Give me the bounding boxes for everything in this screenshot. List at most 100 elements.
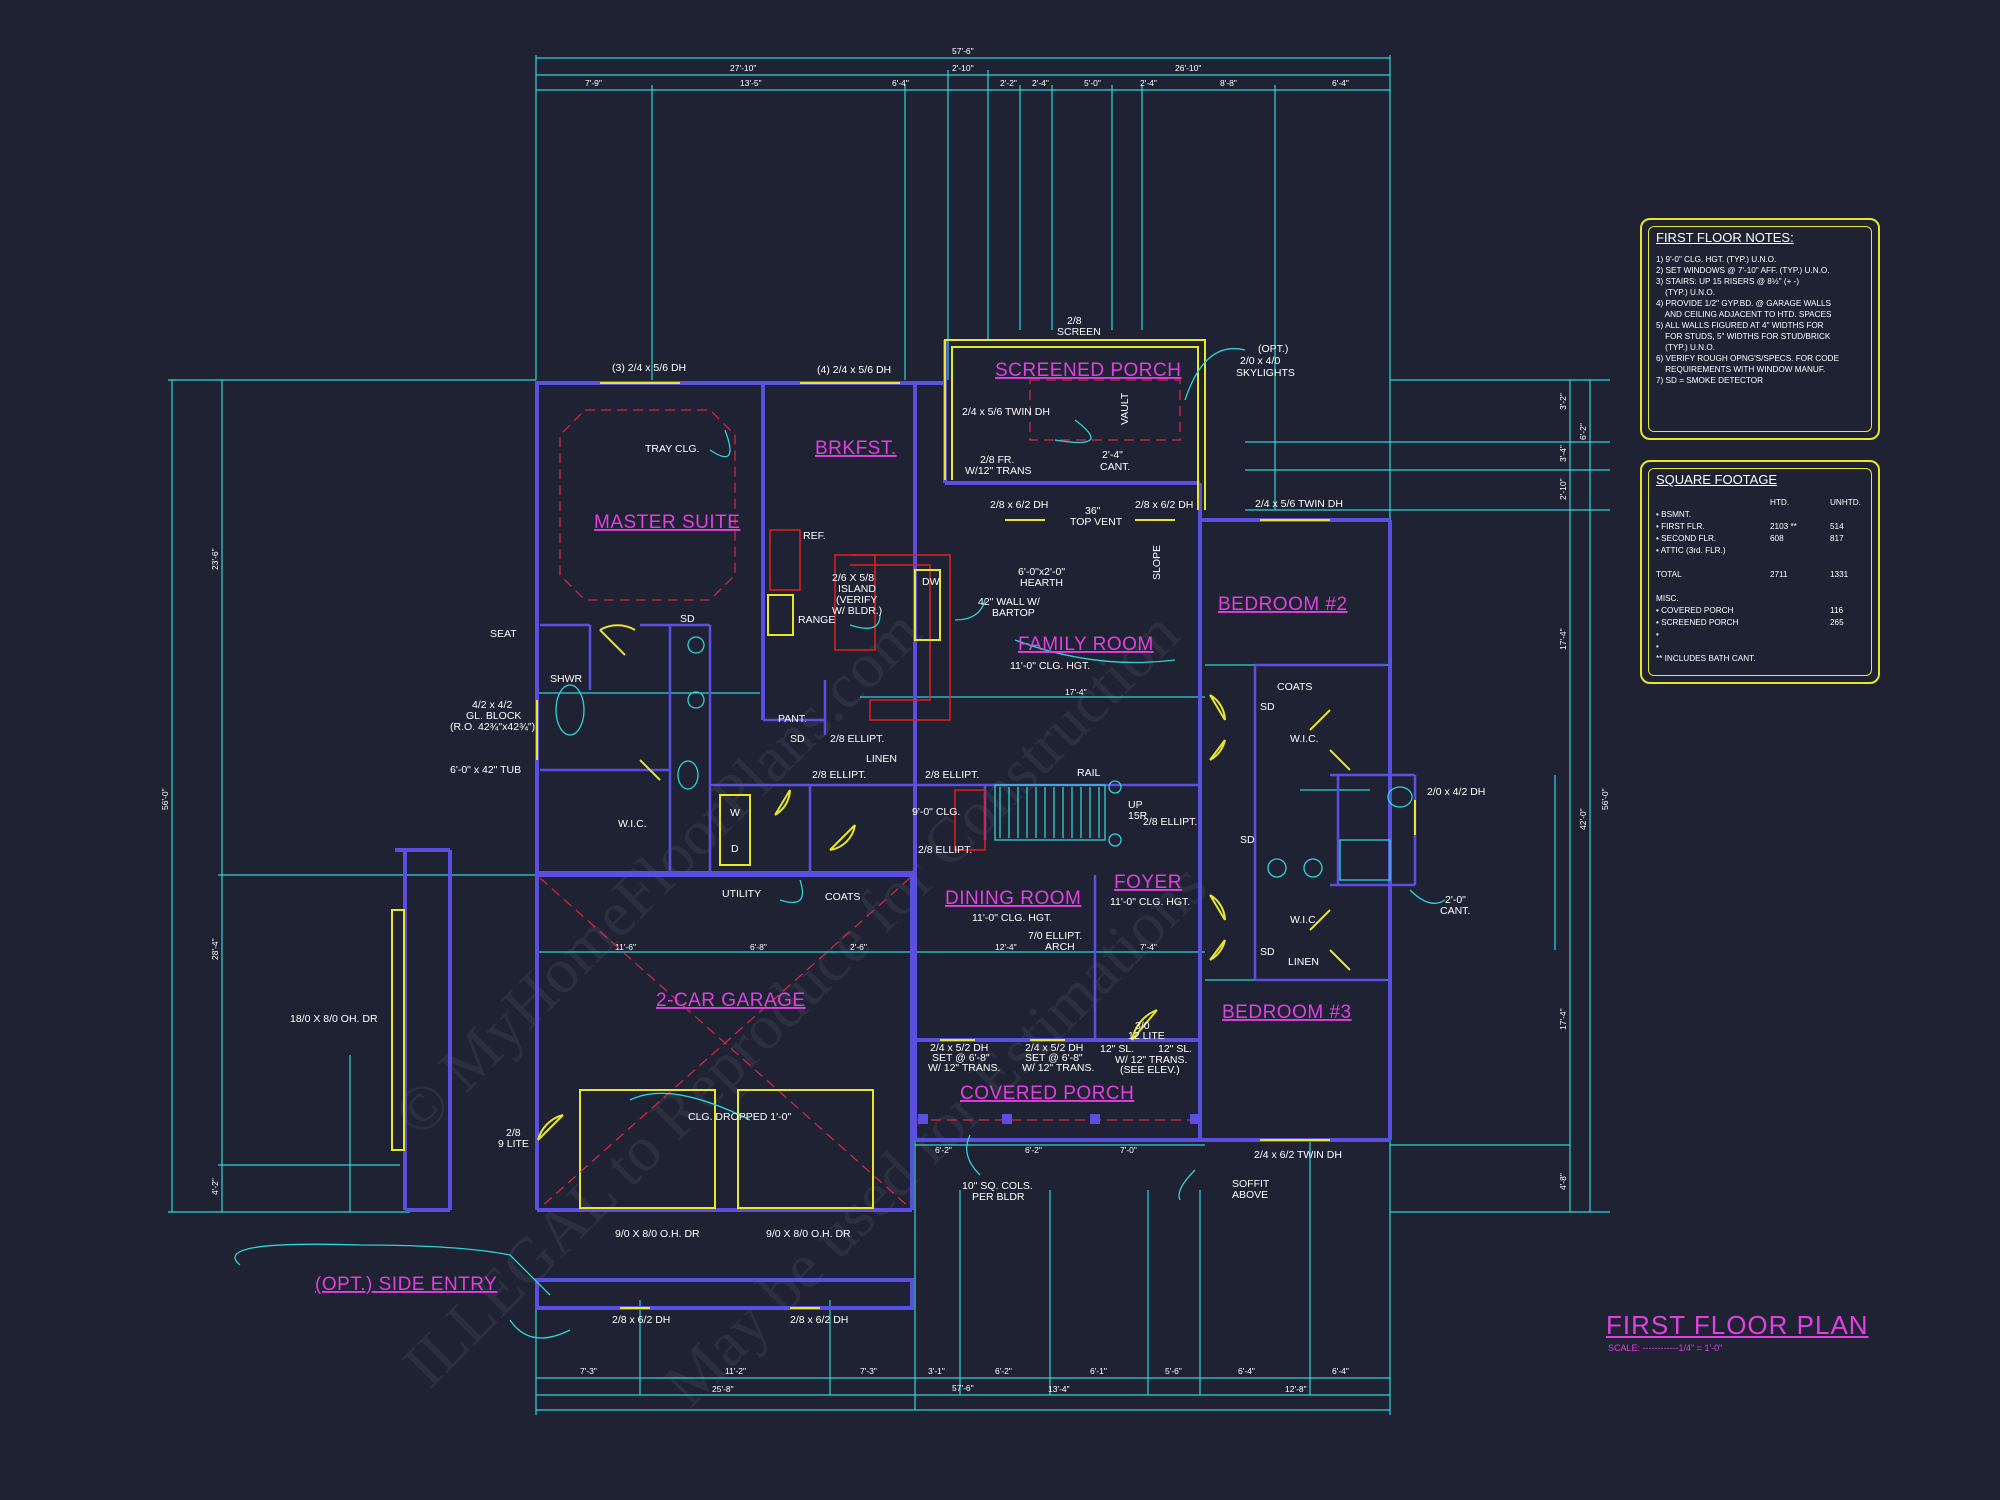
dim-r7: 17'-4": [1558, 1008, 1568, 1030]
label-bed3-win: 2/4 x 6/2 TWIN DH: [1254, 1149, 1342, 1161]
label-cp-w2a: 2/4 x 5/2 DH: [1025, 1042, 1083, 1054]
label-cant-bath2: CANT.: [1440, 905, 1470, 917]
dim-b5: 6'-2": [995, 1366, 1012, 1376]
label-ellipt3: 2/8 ELLIPT.: [925, 769, 979, 781]
label-dh-bath: 2/0 x 4/2 DH: [1427, 786, 1485, 798]
label-screen: 2/8: [1067, 315, 1082, 327]
sqft-cell-htd: 2103 **: [1770, 522, 1797, 531]
sqft-cell-htd: [1770, 606, 1830, 618]
dim-int2: 6'-8": [750, 942, 767, 952]
label-tub: 6'-0" x 42" TUB: [450, 764, 521, 776]
label-ref: REF.: [803, 530, 826, 542]
dim-t8: 8'-8": [1220, 78, 1237, 88]
room-labels: SCREENED PORCH BRKFST. MASTER SUITE FAMI…: [315, 360, 1351, 1295]
dim-t9: 6'-4": [1332, 78, 1349, 88]
label-cant2: CANT.: [1100, 461, 1130, 473]
sqft-cell-unhtd: 514: [1830, 522, 1844, 531]
room-brkfst: BRKFST.: [815, 438, 897, 459]
sqft-cell-htd: [1770, 546, 1830, 558]
sqft-row: MISC.: [1656, 594, 1864, 606]
walls: [395, 340, 1417, 1310]
label-dryer: D: [731, 843, 739, 855]
dim-cp2: 6'-2": [1025, 1145, 1042, 1155]
dim-t4: 2'-2": [1000, 78, 1017, 88]
dim-int4: 12'-4": [995, 942, 1017, 952]
label-shwr: SHWR: [550, 673, 582, 685]
label-wic-master: W.I.C.: [618, 818, 647, 830]
label-twin-dh-porch: 2/4 x 5/6 TWIN DH: [962, 406, 1050, 418]
doors: [537, 624, 1351, 1141]
room-screened-porch: SCREENED PORCH: [995, 360, 1181, 381]
sqft-cell-label: [1656, 582, 1770, 594]
label-seat: SEAT: [490, 628, 517, 640]
label-fr-trans1: 2/8 FR.: [980, 454, 1014, 466]
dim-int5: 7'-4": [1140, 942, 1157, 952]
note-item: (TYP.) U.N.O.: [1656, 343, 1715, 352]
room-garage: 2-CAR GARAGE: [656, 990, 806, 1011]
sqft-row: • FIRST FLR.2103 **514: [1656, 522, 1864, 534]
note-item: 1) 9'-0" CLG. HGT. (TYP.) U.N.O.: [1656, 255, 1777, 264]
sqft-cell-htd: [1770, 642, 1830, 654]
label-lite2: 9 LITE: [498, 1138, 529, 1150]
sqft-cell-unhtd: [1830, 558, 1864, 570]
label-arch2: ARCH: [1045, 941, 1075, 953]
dim-family: 17'-4": [1065, 687, 1087, 697]
sqft-row: [1656, 582, 1864, 594]
dim-top-left: 27'-10": [730, 63, 756, 73]
label-utility: UTILITY: [722, 888, 761, 900]
note-item: 6) VERIFY ROUGH OPNG'S/SPECS. FOR CODE: [1656, 354, 1839, 363]
dim-b7: 5'-6": [1165, 1366, 1182, 1376]
sqft-cell-label: ** INCLUDES BATH CANT.: [1656, 654, 1756, 663]
dim-r3: 3'-4": [1558, 445, 1568, 462]
note-item: 4) PROVIDE 1/2" GYP.BD. @ GARAGE WALLS: [1656, 299, 1832, 308]
dim-b3: 7'-3": [860, 1366, 877, 1376]
sqft-header-unhtd: UNHTD.: [1830, 498, 1861, 507]
tray-ceiling: [559, 409, 736, 601]
dim-cp1: 6'-2": [935, 1145, 952, 1155]
sqft-cell-htd: [1770, 582, 1830, 594]
dim-r4: 2'-10": [1558, 478, 1568, 500]
dimension-lines: [168, 55, 1610, 1415]
label-sd-5: SD: [1260, 946, 1275, 958]
label-arch1: 7/0 ELLIPT.: [1028, 930, 1082, 942]
notes-box-inner-border: [1648, 226, 1872, 432]
sqft-table: HTD. UNHTD. • BSMNT.• FIRST FLR.2103 **5…: [1656, 498, 1864, 666]
dim-t2: 13'-5": [740, 78, 762, 88]
label-island1: 2/6 X 5/8: [832, 572, 874, 584]
label-ohdr1: 9/0 X 8/0 O.H. DR: [615, 1228, 700, 1240]
sqft-cell-unhtd: [1830, 630, 1864, 642]
plan-title: FIRST FLOOR PLAN: [1606, 1310, 1869, 1340]
label-coats-bed: COATS: [1277, 681, 1312, 693]
sqft-row: •: [1656, 630, 1864, 642]
label-sd-4: SD: [1240, 834, 1255, 846]
dim-top-right: 26'-10": [1175, 63, 1201, 73]
first-floor-notes-box: FIRST FLOOR NOTES: 1) 9'-0" CLG. HGT. (T…: [1640, 218, 1880, 440]
plan-scale: SCALE: ------------1/4" = 1'-0": [1608, 1343, 1723, 1353]
label-lite1: 2/8: [506, 1127, 521, 1139]
label-ellipt4: 2/8 ELLIPT.: [918, 844, 972, 856]
sqft-cell-label: • ATTIC (3rd. FLR.): [1656, 546, 1726, 555]
sqft-cell-label: [1656, 558, 1770, 570]
dim-int1: 11'-6": [615, 942, 636, 952]
sqft-cell-unhtd: 116: [1830, 606, 1844, 615]
dim-overall-bottom: 57'-6": [952, 1383, 974, 1393]
label-wic-bed3: W.I.C.: [1290, 914, 1319, 926]
label-soffit2: ABOVE: [1232, 1189, 1268, 1201]
garage-doors: [391, 877, 911, 1209]
square-footage-box: SQUARE FOOTAGE HTD. UNHTD. • BSMNT.• FIR…: [1640, 460, 1880, 684]
sqft-cell-label: •: [1656, 642, 1659, 651]
sqft-cell-label: • BSMNT.: [1656, 510, 1692, 519]
label-dh-g1: 2/8 x 6/2 DH: [612, 1314, 670, 1326]
label-ohdr2: 9/0 X 8/0 O.H. DR: [766, 1228, 851, 1240]
screened-porch-outline: [944, 339, 1206, 510]
note-item: 7) SD = SMOKE DETECTOR: [1656, 376, 1763, 385]
label-ellipt5: 2/8 ELLIPT.: [1143, 816, 1197, 828]
sqft-cell-label: • SECOND FLR.: [1656, 534, 1717, 543]
covered-porch-cols: [915, 1114, 1200, 1124]
bath-fixtures: [555, 636, 1413, 881]
sqft-cell-label: •: [1656, 630, 1659, 639]
notes-title: FIRST FLOOR NOTES:: [1656, 230, 1794, 245]
label-cp-w1b: SET @ 6'-8": [932, 1052, 990, 1064]
